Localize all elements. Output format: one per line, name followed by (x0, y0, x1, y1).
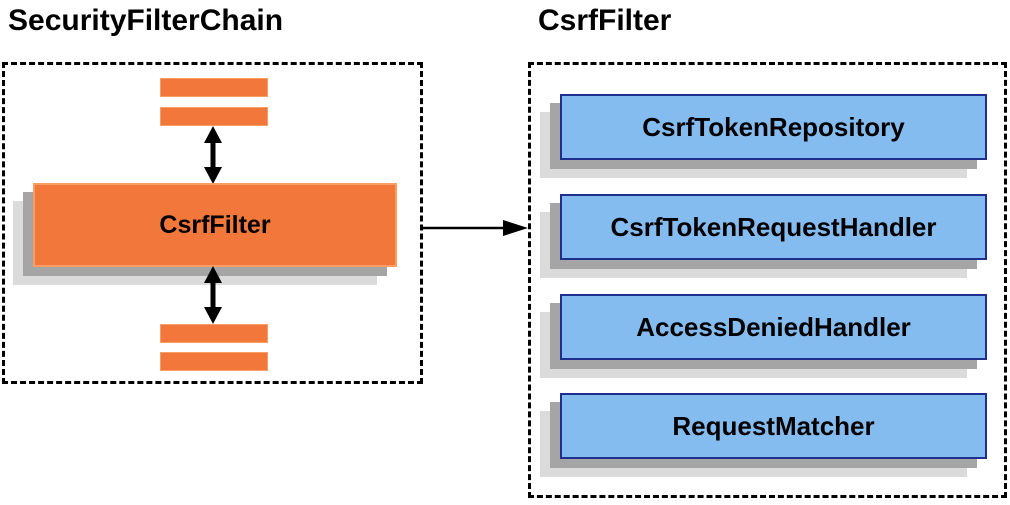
filter-placeholder-bar (160, 107, 268, 126)
component-label: AccessDeniedHandler (636, 311, 911, 342)
filter-placeholder-bar (160, 324, 268, 343)
csrf-filter-box: CsrfFilter (33, 183, 397, 267)
component-box-request-matcher: RequestMatcher (560, 393, 987, 459)
up-down-arrow-icon (200, 266, 226, 324)
security-filter-chain-container (2, 62, 423, 384)
up-down-arrow-icon (200, 126, 226, 184)
filter-placeholder-bar (160, 78, 268, 97)
component-box-csrf-token-request-handler: CsrfTokenRequestHandler (560, 194, 987, 260)
security-filter-chain-title: SecurityFilterChain (8, 4, 284, 37)
filter-placeholder-bar (160, 352, 268, 371)
csrf-filter-box-label: CsrfFilter (159, 210, 271, 239)
right-arrow-icon (422, 218, 528, 238)
component-label: RequestMatcher (672, 410, 875, 441)
csrf-filter-components-container (528, 62, 1007, 498)
component-label: CsrfTokenRepository (642, 111, 905, 142)
component-box-access-denied-handler: AccessDeniedHandler (560, 294, 987, 360)
component-box-csrf-token-repository: CsrfTokenRepository (560, 94, 987, 160)
component-label: CsrfTokenRequestHandler (610, 211, 937, 242)
csrf-filter-title: CsrfFilter (538, 4, 672, 37)
